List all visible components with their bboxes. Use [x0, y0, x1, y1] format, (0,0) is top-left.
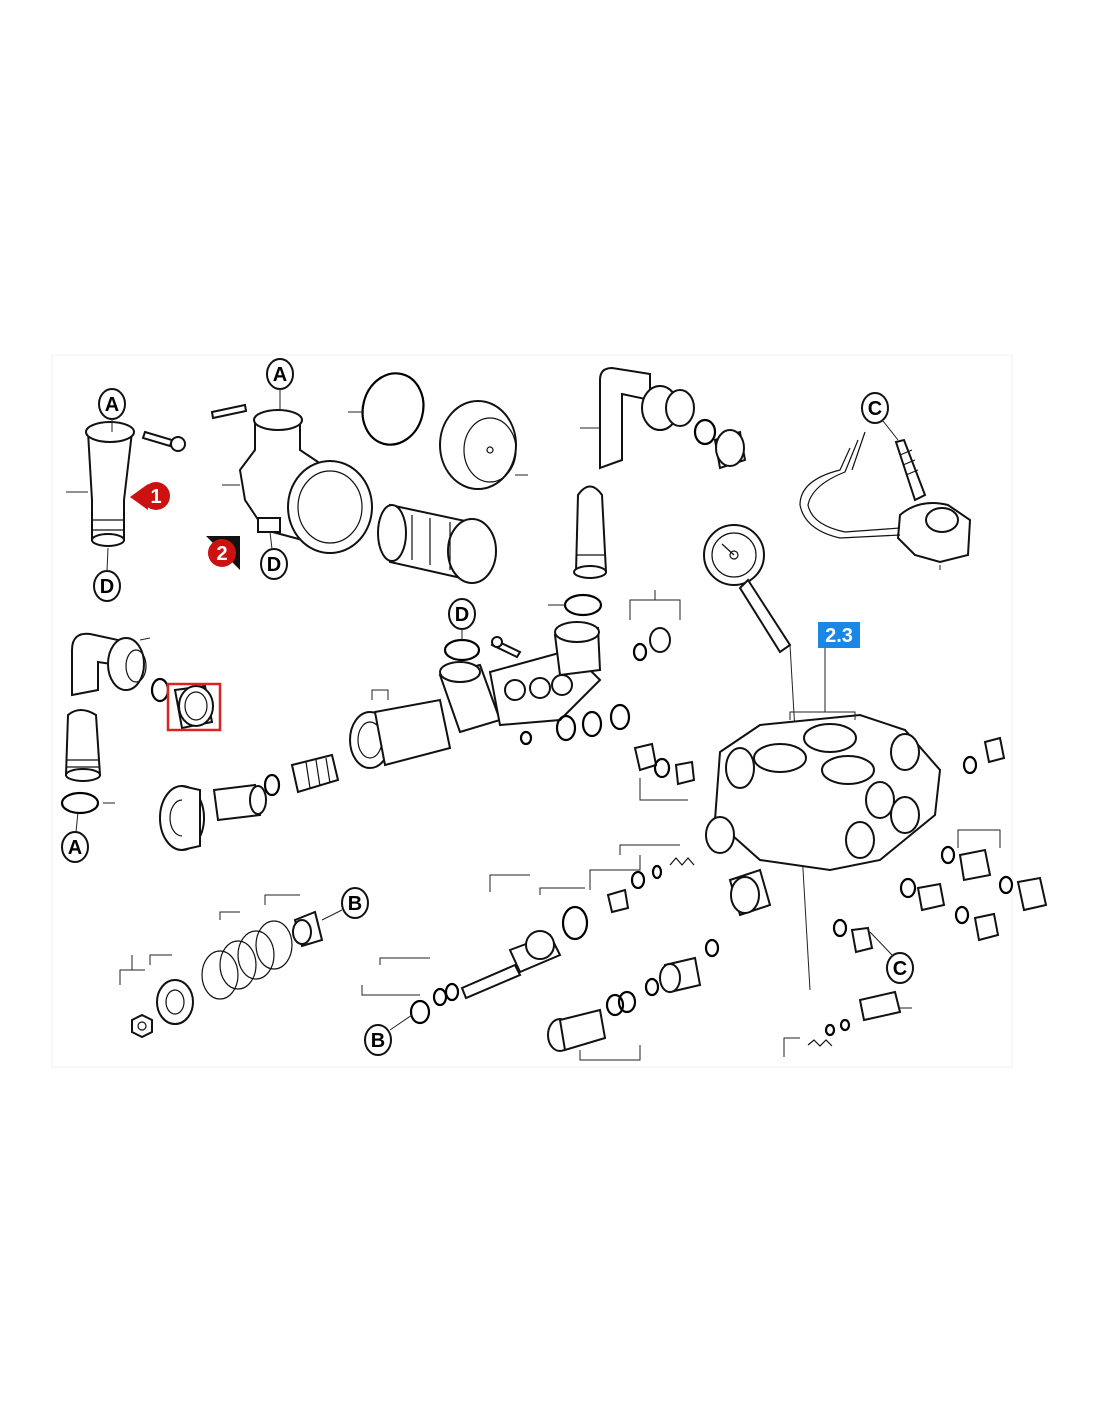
svg-text:1: 1 — [150, 486, 161, 508]
svg-text:A: A — [273, 364, 287, 386]
hose-nipple[interactable] — [212, 783, 267, 822]
pump-head[interactable] — [705, 648, 942, 917]
outlet-elbow[interactable] — [580, 366, 695, 470]
elbow-left[interactable] — [71, 632, 151, 697]
connector-d-left: D — [93, 547, 121, 602]
fitting-right-mid[interactable] — [940, 829, 1048, 912]
svg-text:D: D — [267, 554, 281, 576]
plug-elbow[interactable] — [713, 429, 747, 470]
orings-manifold-set[interactable] — [519, 703, 631, 746]
connector-c-lower-right: C — [869, 931, 914, 984]
selection-box-icon[interactable] — [166, 682, 222, 732]
oring-center[interactable] — [548, 593, 603, 617]
bushing-highlighted[interactable] — [173, 684, 214, 730]
tube-center[interactable] — [573, 485, 608, 579]
fitting-right-top[interactable] — [962, 736, 1006, 775]
connector-a-top-mid: A — [266, 358, 294, 410]
inlet-housing[interactable] — [222, 409, 373, 554]
unloader-valve[interactable] — [547, 990, 641, 1061]
piston-seal-set[interactable] — [539, 887, 589, 941]
large-oring[interactable] — [348, 366, 431, 451]
filter-cap[interactable] — [439, 400, 528, 490]
connector-a-top-left: A — [98, 388, 126, 432]
inlet-tube-left[interactable] — [66, 421, 135, 547]
adjuster-bolt[interactable] — [264, 894, 324, 948]
oring-left-lower[interactable] — [60, 791, 115, 815]
oring-mid-1[interactable] — [263, 773, 281, 797]
compression-spring[interactable] — [201, 911, 293, 1000]
svg-text:C: C — [868, 398, 882, 420]
hex-nut[interactable] — [119, 955, 153, 1039]
connector-b-lower: B — [364, 1014, 413, 1056]
sensor-probe[interactable] — [894, 438, 927, 502]
oring-lower-center[interactable] — [361, 957, 460, 1025]
marker-1-badge[interactable]: 1 — [130, 482, 170, 510]
spring-washer[interactable] — [149, 954, 194, 1025]
connector-a-bottom-left: A — [61, 811, 89, 863]
svg-text:D: D — [100, 576, 114, 598]
marker-2-badge[interactable]: 2 — [206, 536, 240, 570]
regulator-nut[interactable] — [644, 938, 720, 997]
filter-cartridge[interactable] — [377, 503, 497, 584]
valve-cartridge-small[interactable] — [629, 590, 681, 662]
svg-text:C: C — [893, 958, 907, 980]
connector-d-center: D — [448, 598, 476, 640]
connector-b-upper: B — [321, 887, 369, 921]
svg-text:2.3: 2.3 — [825, 625, 853, 647]
svg-text:B: B — [348, 893, 362, 915]
svg-text:D: D — [455, 604, 469, 626]
pressure-switch[interactable] — [799, 431, 972, 570]
nipple-bottom-right[interactable] — [858, 990, 912, 1022]
svg-text:B: B — [371, 1030, 385, 1052]
fitting-right-lower[interactable] — [899, 877, 1000, 942]
svg-text:A: A — [105, 394, 119, 416]
connector-d-mid: D — [260, 531, 288, 580]
screw-top-left[interactable] — [141, 430, 186, 452]
svg-text:2: 2 — [216, 543, 227, 565]
inlet-fitting[interactable] — [349, 689, 452, 769]
svg-text:A: A — [68, 837, 82, 859]
plug-bottom-right[interactable] — [832, 918, 874, 954]
oring-elbow[interactable] — [693, 418, 717, 446]
screw-manifold[interactable] — [490, 636, 522, 659]
valve-spring-group[interactable] — [589, 844, 695, 914]
union-nut[interactable] — [159, 785, 205, 851]
manifold-housing[interactable] — [438, 621, 602, 734]
connector-c-top-right: C — [861, 392, 899, 441]
spring-small-bottom[interactable] — [783, 1018, 851, 1057]
piston-rod[interactable] — [460, 874, 562, 1000]
tube-left-lower[interactable] — [64, 709, 102, 782]
assembly-ref-callout[interactable]: 2.3 — [818, 622, 860, 648]
strainer[interactable] — [290, 753, 340, 794]
screw-top-mid[interactable] — [210, 403, 248, 420]
check-valve-mid[interactable] — [633, 742, 696, 801]
